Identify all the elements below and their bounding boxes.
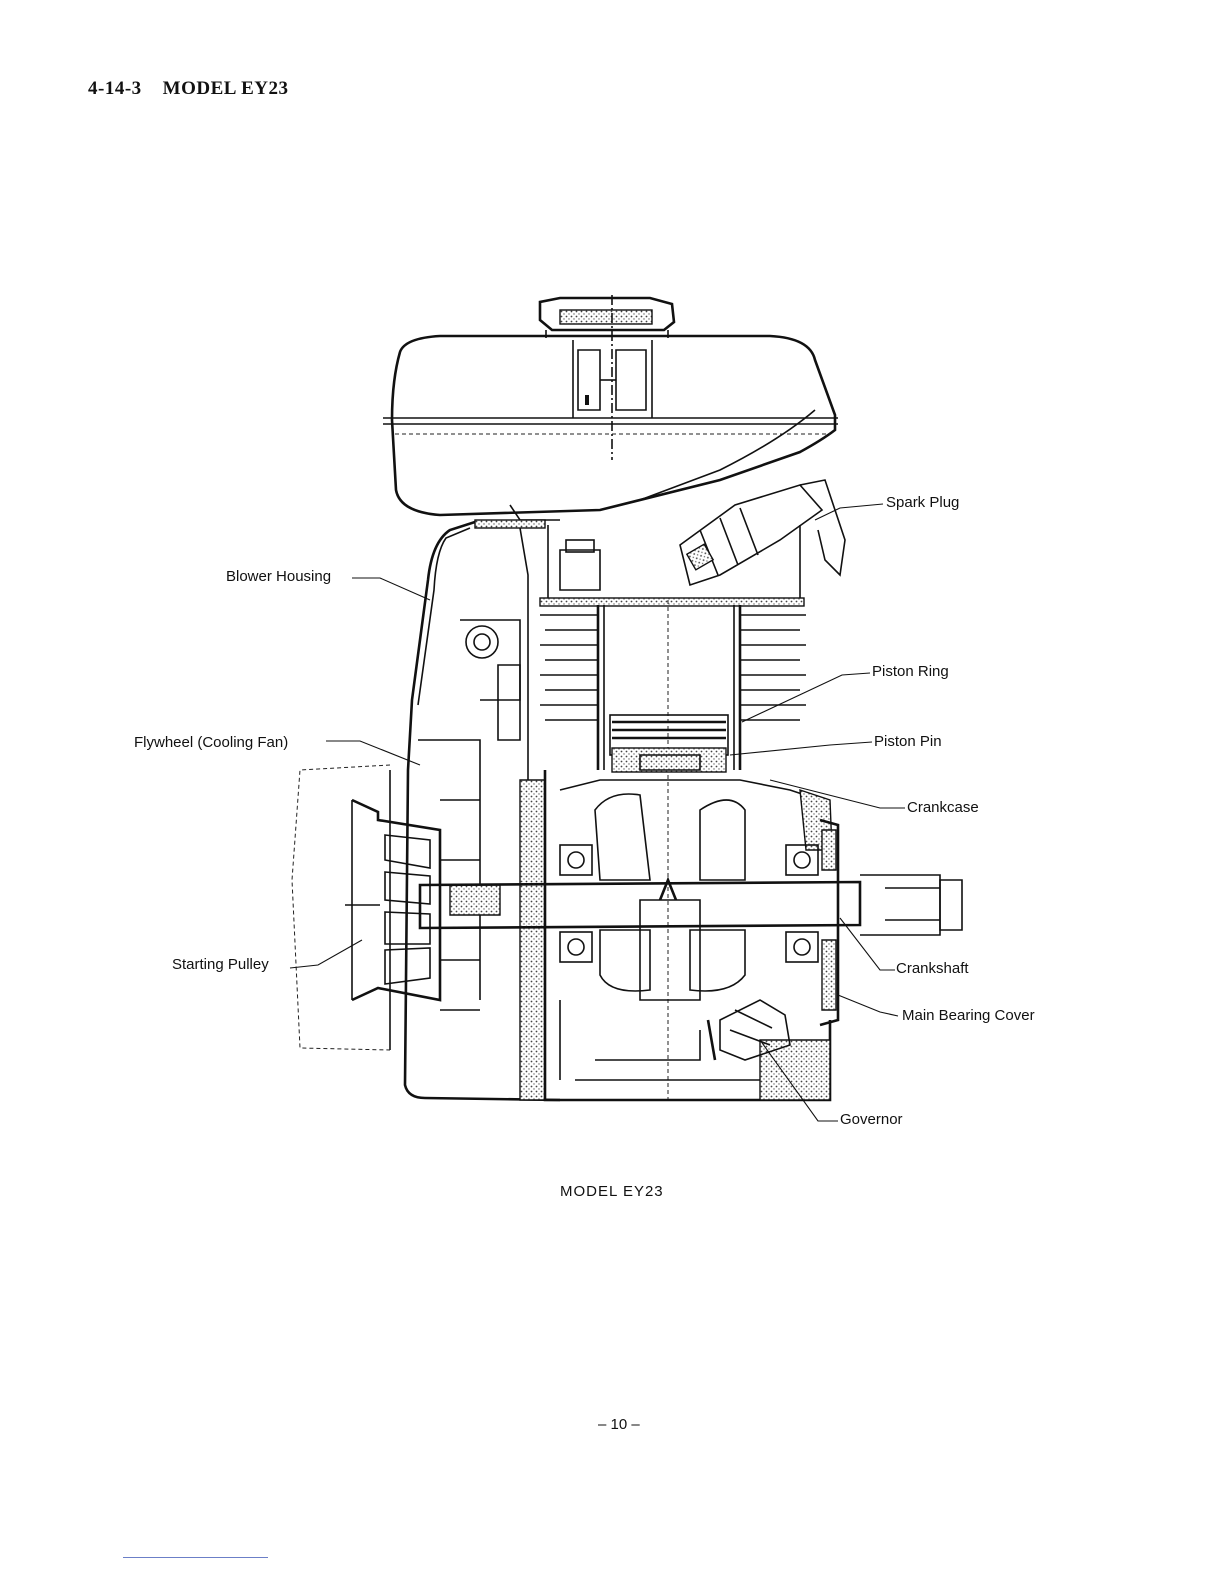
label-piston-pin: Piston Pin (874, 733, 942, 750)
flywheel-cooling-fan (390, 620, 520, 1050)
label-flywheel: Flywheel (Cooling Fan) (134, 734, 288, 751)
right-fins (740, 615, 806, 720)
fuel-cap (540, 295, 674, 460)
label-spark-plug: Spark Plug (886, 494, 959, 511)
footer-rule (123, 1557, 268, 1558)
spark-plug (680, 480, 845, 585)
page-number: – 10 – (598, 1416, 640, 1433)
leader-main-bearing-cover (838, 995, 898, 1016)
label-crankcase: Crankcase (907, 799, 979, 816)
cylinder-and-fins (540, 525, 806, 1100)
label-crankshaft: Crankshaft (896, 960, 969, 977)
label-starting-pulley: Starting Pulley (172, 956, 269, 973)
leader-flywheel (326, 741, 420, 765)
leader-blower-housing (352, 578, 430, 600)
label-main-bearing-cover: Main Bearing Cover (902, 1007, 1035, 1024)
left-fins (540, 615, 598, 720)
label-governor: Governor (840, 1111, 903, 1128)
piston (610, 715, 728, 772)
leader-piston-ring (742, 673, 870, 722)
leader-piston-pin (730, 742, 872, 755)
leader-spark-plug (815, 504, 883, 520)
figure-caption: MODEL EY23 (560, 1183, 664, 1200)
crankshaft (420, 794, 962, 1000)
leader-crankcase (770, 780, 905, 808)
label-blower-housing: Blower Housing (226, 568, 331, 585)
main-bearing-cover (820, 820, 838, 1025)
fuel-tank (383, 336, 838, 520)
label-piston-ring: Piston Ring (872, 663, 949, 680)
starting-pulley (292, 765, 440, 1050)
